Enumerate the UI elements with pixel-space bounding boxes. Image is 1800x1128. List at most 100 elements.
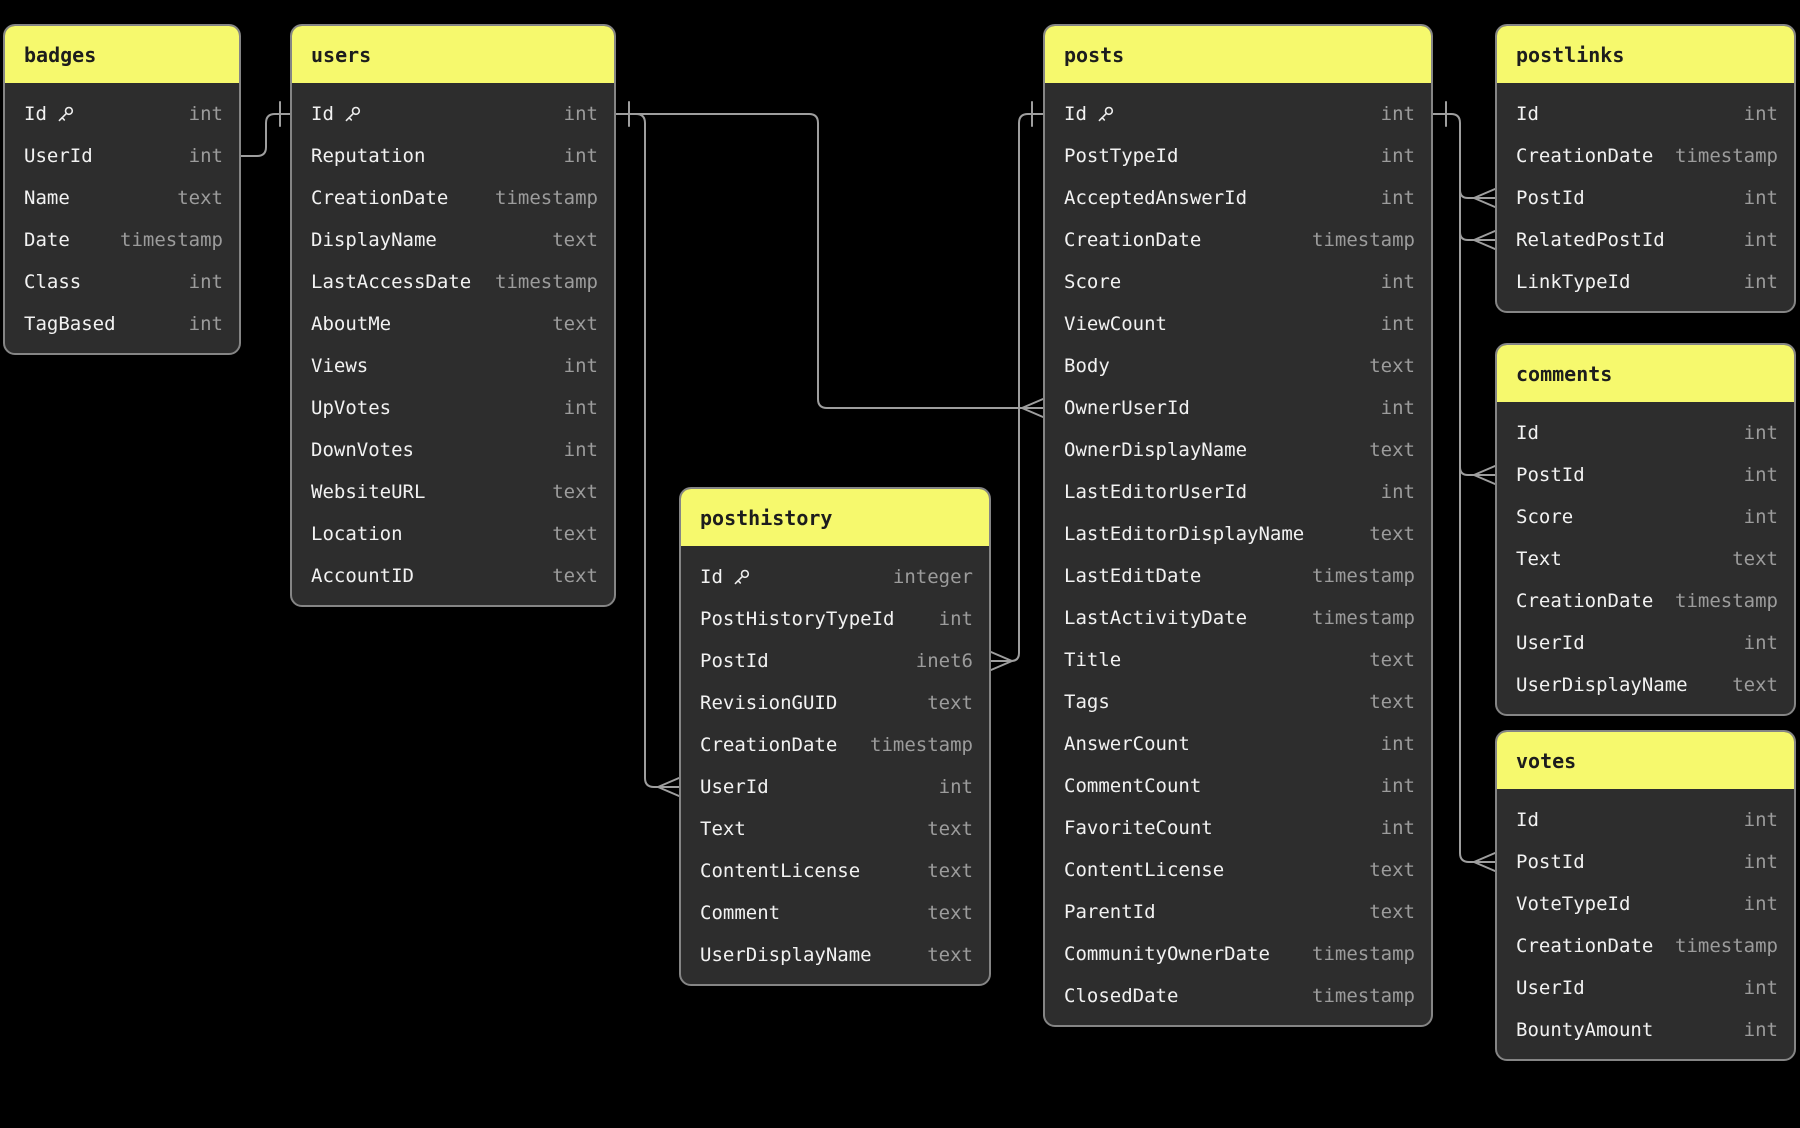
field-row[interactable]: PostTypeId int bbox=[1045, 135, 1431, 177]
field-row[interactable]: Date timestamp bbox=[5, 219, 239, 261]
table-header[interactable]: users bbox=[292, 26, 614, 83]
field-row[interactable]: VoteTypeId int bbox=[1497, 883, 1794, 925]
field-row[interactable]: Id integer bbox=[681, 556, 989, 598]
field-row[interactable]: Body text bbox=[1045, 345, 1431, 387]
field-row[interactable]: OwnerDisplayName text bbox=[1045, 429, 1431, 471]
table-header[interactable]: posthistory bbox=[681, 489, 989, 546]
field-row[interactable]: PostId int bbox=[1497, 454, 1794, 496]
table-posthistory[interactable]: posthistory Id integer PostHistoryTypeId… bbox=[679, 487, 991, 986]
field-row[interactable]: LastAccessDate timestamp bbox=[292, 261, 614, 303]
field-row[interactable]: RevisionGUID text bbox=[681, 682, 989, 724]
field-row[interactable]: PostId int bbox=[1497, 841, 1794, 883]
table-fields: Id int PostId int VoteTypeId int Creatio… bbox=[1497, 789, 1794, 1059]
field-row[interactable]: ContentLicense text bbox=[1045, 849, 1431, 891]
table-postlinks[interactable]: postlinks Id int CreationDate timestamp … bbox=[1495, 24, 1796, 313]
field-row[interactable]: Text text bbox=[681, 808, 989, 850]
field-row[interactable]: FavoriteCount int bbox=[1045, 807, 1431, 849]
field-row[interactable]: WebsiteURL text bbox=[292, 471, 614, 513]
field-row[interactable]: AnswerCount int bbox=[1045, 723, 1431, 765]
field-type: int bbox=[188, 313, 223, 335]
table-badges[interactable]: badges Id int UserId int Name text Date … bbox=[3, 24, 241, 355]
field-row[interactable]: Text text bbox=[1497, 538, 1794, 580]
table-comments[interactable]: comments Id int PostId int Score int Tex… bbox=[1495, 343, 1796, 716]
field-row[interactable]: LastActivityDate timestamp bbox=[1045, 597, 1431, 639]
field-row[interactable]: TagBased int bbox=[5, 303, 239, 345]
field-row[interactable]: AcceptedAnswerId int bbox=[1045, 177, 1431, 219]
field-row[interactable]: Name text bbox=[5, 177, 239, 219]
field-row[interactable]: LastEditorDisplayName text bbox=[1045, 513, 1431, 555]
field-row[interactable]: LastEditorUserId int bbox=[1045, 471, 1431, 513]
field-row[interactable]: ClosedDate timestamp bbox=[1045, 975, 1431, 1017]
field-row[interactable]: UpVotes int bbox=[292, 387, 614, 429]
field-type: int bbox=[938, 608, 973, 630]
field-row[interactable]: UserId int bbox=[1497, 622, 1794, 664]
field-row[interactable]: LastEditDate timestamp bbox=[1045, 555, 1431, 597]
field-row[interactable]: Class int bbox=[5, 261, 239, 303]
field-row[interactable]: Id int bbox=[1497, 799, 1794, 841]
field-row[interactable]: UserId int bbox=[681, 766, 989, 808]
field-row[interactable]: UserDisplayName text bbox=[1497, 664, 1794, 706]
field-row[interactable]: PostId inet6 bbox=[681, 640, 989, 682]
table-header[interactable]: comments bbox=[1497, 345, 1794, 402]
field-row[interactable]: Id int bbox=[1497, 412, 1794, 454]
field-row[interactable]: Views int bbox=[292, 345, 614, 387]
field-row[interactable]: UserId int bbox=[1497, 967, 1794, 1009]
field-row[interactable]: CreationDate timestamp bbox=[292, 177, 614, 219]
table-header[interactable]: posts bbox=[1045, 26, 1431, 83]
field-name: CreationDate bbox=[1064, 229, 1202, 251]
table-votes[interactable]: votes Id int PostId int VoteTypeId int C… bbox=[1495, 730, 1796, 1061]
field-row[interactable]: OwnerUserId int bbox=[1045, 387, 1431, 429]
field-row[interactable]: Id int bbox=[5, 93, 239, 135]
table-header[interactable]: badges bbox=[5, 26, 239, 83]
field-row[interactable]: CreationDate timestamp bbox=[1497, 925, 1794, 967]
field-row[interactable]: UserDisplayName text bbox=[681, 934, 989, 976]
field-row[interactable]: Comment text bbox=[681, 892, 989, 934]
field-row[interactable]: PostHistoryTypeId int bbox=[681, 598, 989, 640]
field-row[interactable]: CreationDate timestamp bbox=[1497, 135, 1794, 177]
field-name: Name bbox=[24, 187, 70, 209]
table-header[interactable]: postlinks bbox=[1497, 26, 1794, 83]
field-row[interactable]: Score int bbox=[1045, 261, 1431, 303]
field-row[interactable]: LinkTypeId int bbox=[1497, 261, 1794, 303]
field-row[interactable]: CreationDate timestamp bbox=[681, 724, 989, 766]
field-row[interactable]: AboutMe text bbox=[292, 303, 614, 345]
field-row[interactable]: Id int bbox=[1497, 93, 1794, 135]
field-row[interactable]: CreationDate timestamp bbox=[1045, 219, 1431, 261]
field-row[interactable]: Reputation int bbox=[292, 135, 614, 177]
table-users[interactable]: users Id int Reputation int CreationDate… bbox=[290, 24, 616, 607]
field-row[interactable]: Id int bbox=[1045, 93, 1431, 135]
field-row[interactable]: CommentCount int bbox=[1045, 765, 1431, 807]
field-row[interactable]: Id int bbox=[292, 93, 614, 135]
field-row[interactable]: DisplayName text bbox=[292, 219, 614, 261]
table-posts[interactable]: posts Id int PostTypeId int AcceptedAnsw… bbox=[1043, 24, 1433, 1027]
field-name: Id bbox=[1064, 103, 1087, 125]
field-name: CreationDate bbox=[1516, 935, 1654, 957]
field-name: Views bbox=[311, 355, 369, 377]
field-row[interactable]: CommunityOwnerDate timestamp bbox=[1045, 933, 1431, 975]
field-row[interactable]: PostId int bbox=[1497, 177, 1794, 219]
field-type: int bbox=[1380, 145, 1415, 167]
field-row[interactable]: ContentLicense text bbox=[681, 850, 989, 892]
field-row[interactable]: CreationDate timestamp bbox=[1497, 580, 1794, 622]
field-name: AnswerCount bbox=[1064, 733, 1190, 755]
field-type: int bbox=[1743, 632, 1778, 654]
field-name: Id bbox=[311, 103, 334, 125]
field-row[interactable]: ParentId text bbox=[1045, 891, 1431, 933]
field-row[interactable]: Title text bbox=[1045, 639, 1431, 681]
field-row[interactable]: Score int bbox=[1497, 496, 1794, 538]
field-row[interactable]: BountyAmount int bbox=[1497, 1009, 1794, 1051]
field-row[interactable]: RelatedPostId int bbox=[1497, 219, 1794, 261]
field-row[interactable]: Tags text bbox=[1045, 681, 1431, 723]
field-row[interactable]: ViewCount int bbox=[1045, 303, 1431, 345]
table-title: posthistory bbox=[700, 505, 833, 530]
field-name: Id bbox=[1516, 422, 1539, 444]
connector-wire bbox=[239, 113, 291, 157]
field-row[interactable]: UserId int bbox=[5, 135, 239, 177]
field-row[interactable]: AccountID text bbox=[292, 555, 614, 597]
field-name: WebsiteURL bbox=[311, 481, 426, 503]
table-header[interactable]: votes bbox=[1497, 732, 1794, 789]
field-type: int bbox=[1743, 506, 1778, 528]
field-row[interactable]: Location text bbox=[292, 513, 614, 555]
field-row[interactable]: DownVotes int bbox=[292, 429, 614, 471]
